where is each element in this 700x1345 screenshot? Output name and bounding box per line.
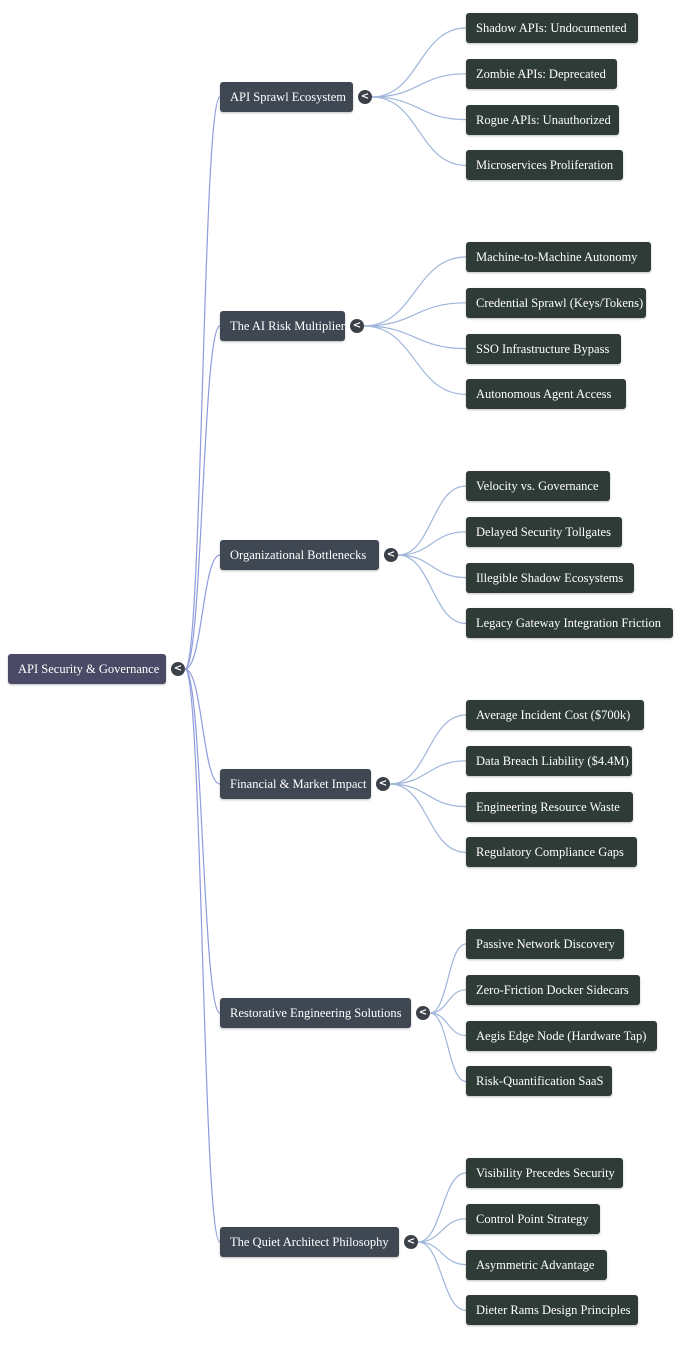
branch-leaf-link xyxy=(363,325,467,395)
leaf-node[interactable]: Visibility Precedes Security xyxy=(466,1158,623,1188)
leaf-node[interactable]: Legacy Gateway Integration Friction xyxy=(466,608,673,639)
branch-leaf-link xyxy=(371,73,467,98)
branch-leaf-link xyxy=(429,1012,467,1037)
leaf-node[interactable]: Average Incident Cost ($700k) xyxy=(466,700,644,730)
leaf-node[interactable]: Autonomous Agent Access xyxy=(466,379,626,410)
leaf-node[interactable]: Credential Sprawl (Keys/Tokens) xyxy=(466,287,646,318)
branch-leaf-link xyxy=(371,96,467,166)
leaf-node[interactable]: Zombie APIs: Deprecated xyxy=(466,58,617,89)
branch-node[interactable]: Financial & Market Impact xyxy=(220,769,371,799)
branch-leaf-link xyxy=(397,554,467,624)
branch-leaf-link xyxy=(389,714,467,785)
branch-node[interactable]: The AI Risk Multiplier xyxy=(220,311,345,341)
leaf-node[interactable]: Passive Network Discovery xyxy=(466,929,624,959)
branch-leaf-link xyxy=(417,1172,467,1243)
branch-leaf-link xyxy=(389,760,467,785)
branch-leaf-link xyxy=(397,554,467,579)
branch-leaf-link xyxy=(397,485,467,556)
branch-collapse-icon[interactable]: < xyxy=(416,1006,430,1020)
root-branch-link xyxy=(184,325,221,670)
root-branch-link xyxy=(184,668,221,1014)
branch-leaf-link xyxy=(429,989,467,1014)
leaf-node[interactable]: Regulatory Compliance Gaps xyxy=(466,837,637,868)
leaf-node[interactable]: Machine-to-Machine Autonomy xyxy=(466,242,651,272)
leaf-node[interactable]: Rogue APIs: Unauthorized xyxy=(466,104,619,135)
branch-node[interactable]: API Sprawl Ecosystem xyxy=(220,82,353,112)
leaf-node[interactable]: Asymmetric Advantage xyxy=(466,1249,607,1280)
root-branch-link xyxy=(184,554,221,670)
branch-leaf-link xyxy=(389,783,467,808)
root-collapse-icon[interactable]: < xyxy=(171,662,185,676)
leaf-node[interactable]: Dieter Rams Design Principles xyxy=(466,1295,638,1326)
leaf-node[interactable]: Illegible Shadow Ecosystems xyxy=(466,562,634,593)
leaf-node[interactable]: Engineering Resource Waste xyxy=(466,791,633,822)
branch-collapse-icon[interactable]: < xyxy=(404,1235,418,1249)
branch-collapse-icon[interactable]: < xyxy=(358,90,372,104)
branch-collapse-icon[interactable]: < xyxy=(384,548,398,562)
leaf-node[interactable]: Risk-Quantification SaaS xyxy=(466,1066,612,1097)
branch-collapse-icon[interactable]: < xyxy=(350,319,364,333)
branch-leaf-link xyxy=(363,325,467,350)
leaf-node[interactable]: Microservices Proliferation xyxy=(466,150,623,181)
branch-leaf-link xyxy=(363,256,467,327)
branch-leaf-link xyxy=(429,943,467,1014)
root-branch-link xyxy=(184,668,221,785)
branch-leaf-link xyxy=(371,27,467,98)
branch-leaf-link xyxy=(371,96,467,121)
root-node[interactable]: API Security & Governance xyxy=(8,654,166,684)
branch-leaf-link xyxy=(429,1012,467,1082)
branch-node[interactable]: Restorative Engineering Solutions xyxy=(220,998,411,1028)
branch-leaf-link xyxy=(363,302,467,327)
branch-collapse-icon[interactable]: < xyxy=(376,777,390,791)
branch-leaf-link xyxy=(417,1241,467,1311)
branch-leaf-link xyxy=(389,783,467,853)
branch-node[interactable]: Organizational Bottlenecks xyxy=(220,540,379,570)
branch-leaf-link xyxy=(417,1218,467,1243)
root-branch-link xyxy=(184,668,221,1243)
branch-leaf-link xyxy=(417,1241,467,1266)
leaf-node[interactable]: Zero-Friction Docker Sidecars xyxy=(466,974,640,1005)
root-branch-link xyxy=(184,96,221,670)
leaf-node[interactable]: Aegis Edge Node (Hardware Tap) xyxy=(466,1020,657,1051)
branch-leaf-link xyxy=(397,531,467,556)
branch-node[interactable]: The Quiet Architect Philosophy xyxy=(220,1227,399,1257)
leaf-node[interactable]: Delayed Security Tollgates xyxy=(466,516,622,547)
leaf-node[interactable]: Shadow APIs: Undocumented xyxy=(466,13,638,43)
leaf-node[interactable]: Control Point Strategy xyxy=(466,1203,600,1234)
leaf-node[interactable]: SSO Infrastructure Bypass xyxy=(466,333,621,364)
leaf-node[interactable]: Data Breach Liability ($4.4M) xyxy=(466,745,632,776)
leaf-node[interactable]: Velocity vs. Governance xyxy=(466,471,610,501)
